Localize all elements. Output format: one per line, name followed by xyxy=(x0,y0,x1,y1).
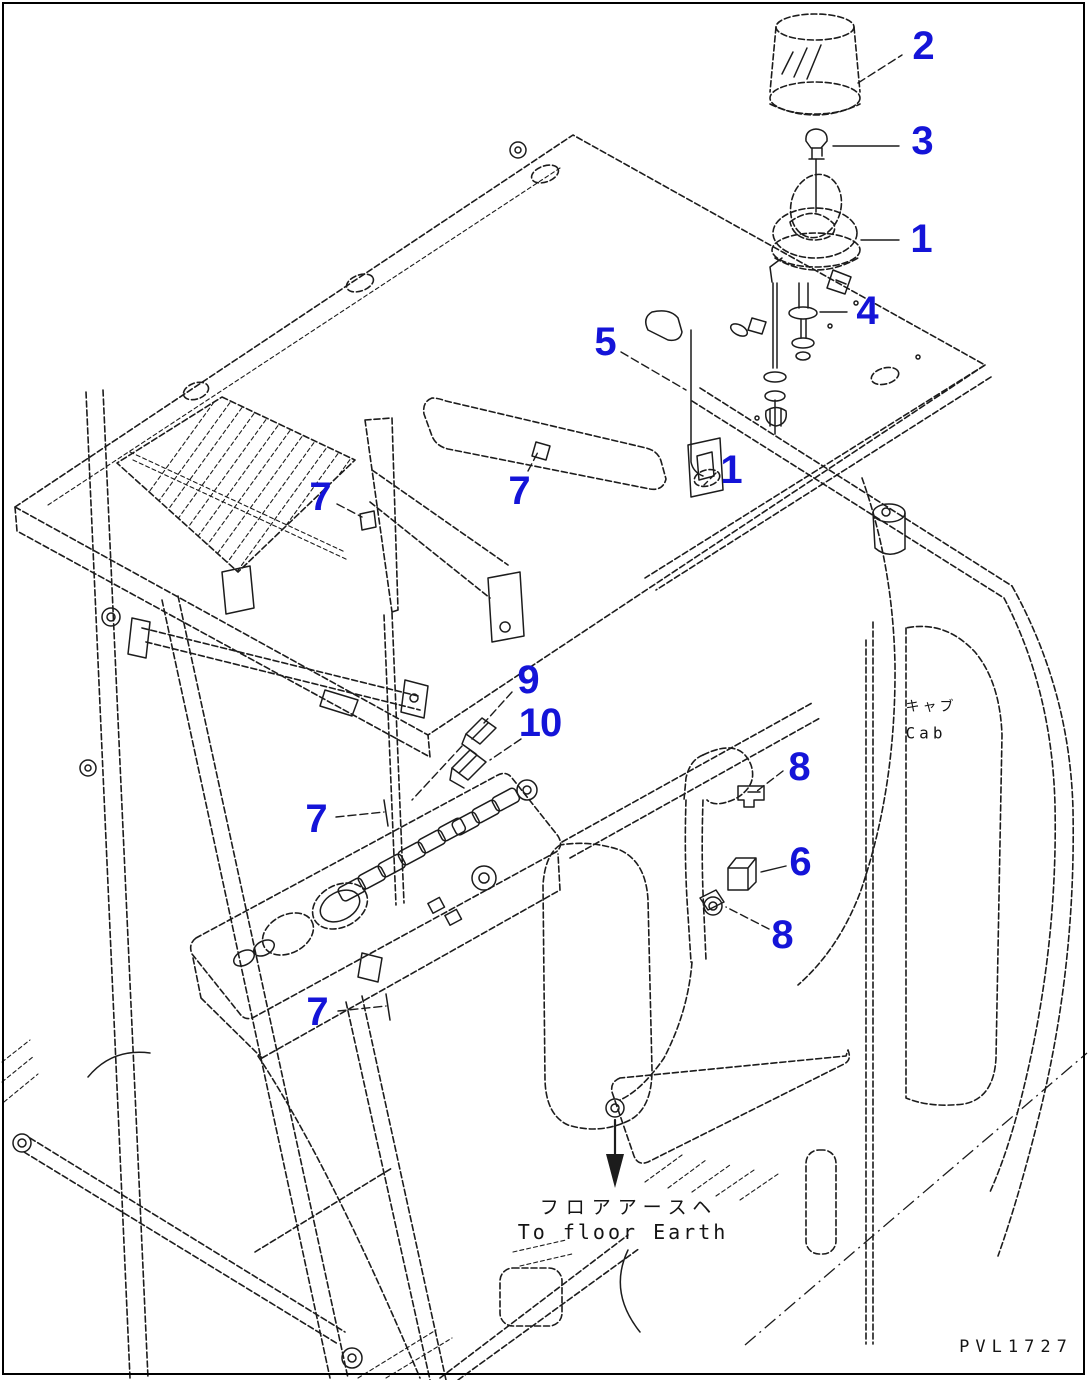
beacon-base xyxy=(763,173,861,435)
wiring-harness xyxy=(619,747,765,1101)
beacon-lens xyxy=(769,13,861,116)
cab-frame-right xyxy=(439,477,1088,1380)
callout-7-7: 7 xyxy=(508,469,530,513)
callout-5-4: 5 xyxy=(594,320,616,364)
callout-leaders xyxy=(335,54,903,1012)
roof-panel xyxy=(14,134,1013,758)
callout-9-8: 9 xyxy=(517,658,539,702)
mounting-bolt xyxy=(788,282,818,361)
callout-10-9: 10 xyxy=(518,701,562,745)
callout-3-1: 3 xyxy=(911,119,933,163)
callout-6-12: 6 xyxy=(789,840,811,884)
door-window xyxy=(905,625,1003,1106)
handrail xyxy=(127,617,429,719)
floor-earth-label-en: To floor Earth xyxy=(517,1220,729,1244)
drawing-code: PVL1727 xyxy=(959,1337,1073,1357)
cab-frame-left xyxy=(1,389,453,1379)
callout-7-14: 7 xyxy=(306,990,328,1034)
harness-clamps xyxy=(411,717,497,801)
center-window xyxy=(542,842,653,1130)
callout-8-13: 8 xyxy=(771,913,793,957)
callout-2-0: 2 xyxy=(912,24,934,68)
relay-box xyxy=(727,857,757,891)
floor-earth-label-jp: フロアアースヘ xyxy=(539,1196,719,1219)
cab-label-en: Cab xyxy=(905,723,947,743)
callout-1-2: 1 xyxy=(910,217,932,261)
beacon-wire xyxy=(645,310,767,498)
callout-7-6: 7 xyxy=(309,475,331,519)
console-panel xyxy=(189,717,562,1379)
callout-4-3: 4 xyxy=(856,289,878,333)
callout-7-10: 7 xyxy=(305,797,327,841)
front-right-pillar xyxy=(345,397,667,1380)
beacon-bulb xyxy=(805,128,828,213)
earth-arrow xyxy=(605,1098,625,1188)
cab-label-jp: キャブ xyxy=(905,699,957,715)
callout-8-11: 8 xyxy=(788,745,810,789)
callout-1-5: 1 xyxy=(720,448,742,492)
